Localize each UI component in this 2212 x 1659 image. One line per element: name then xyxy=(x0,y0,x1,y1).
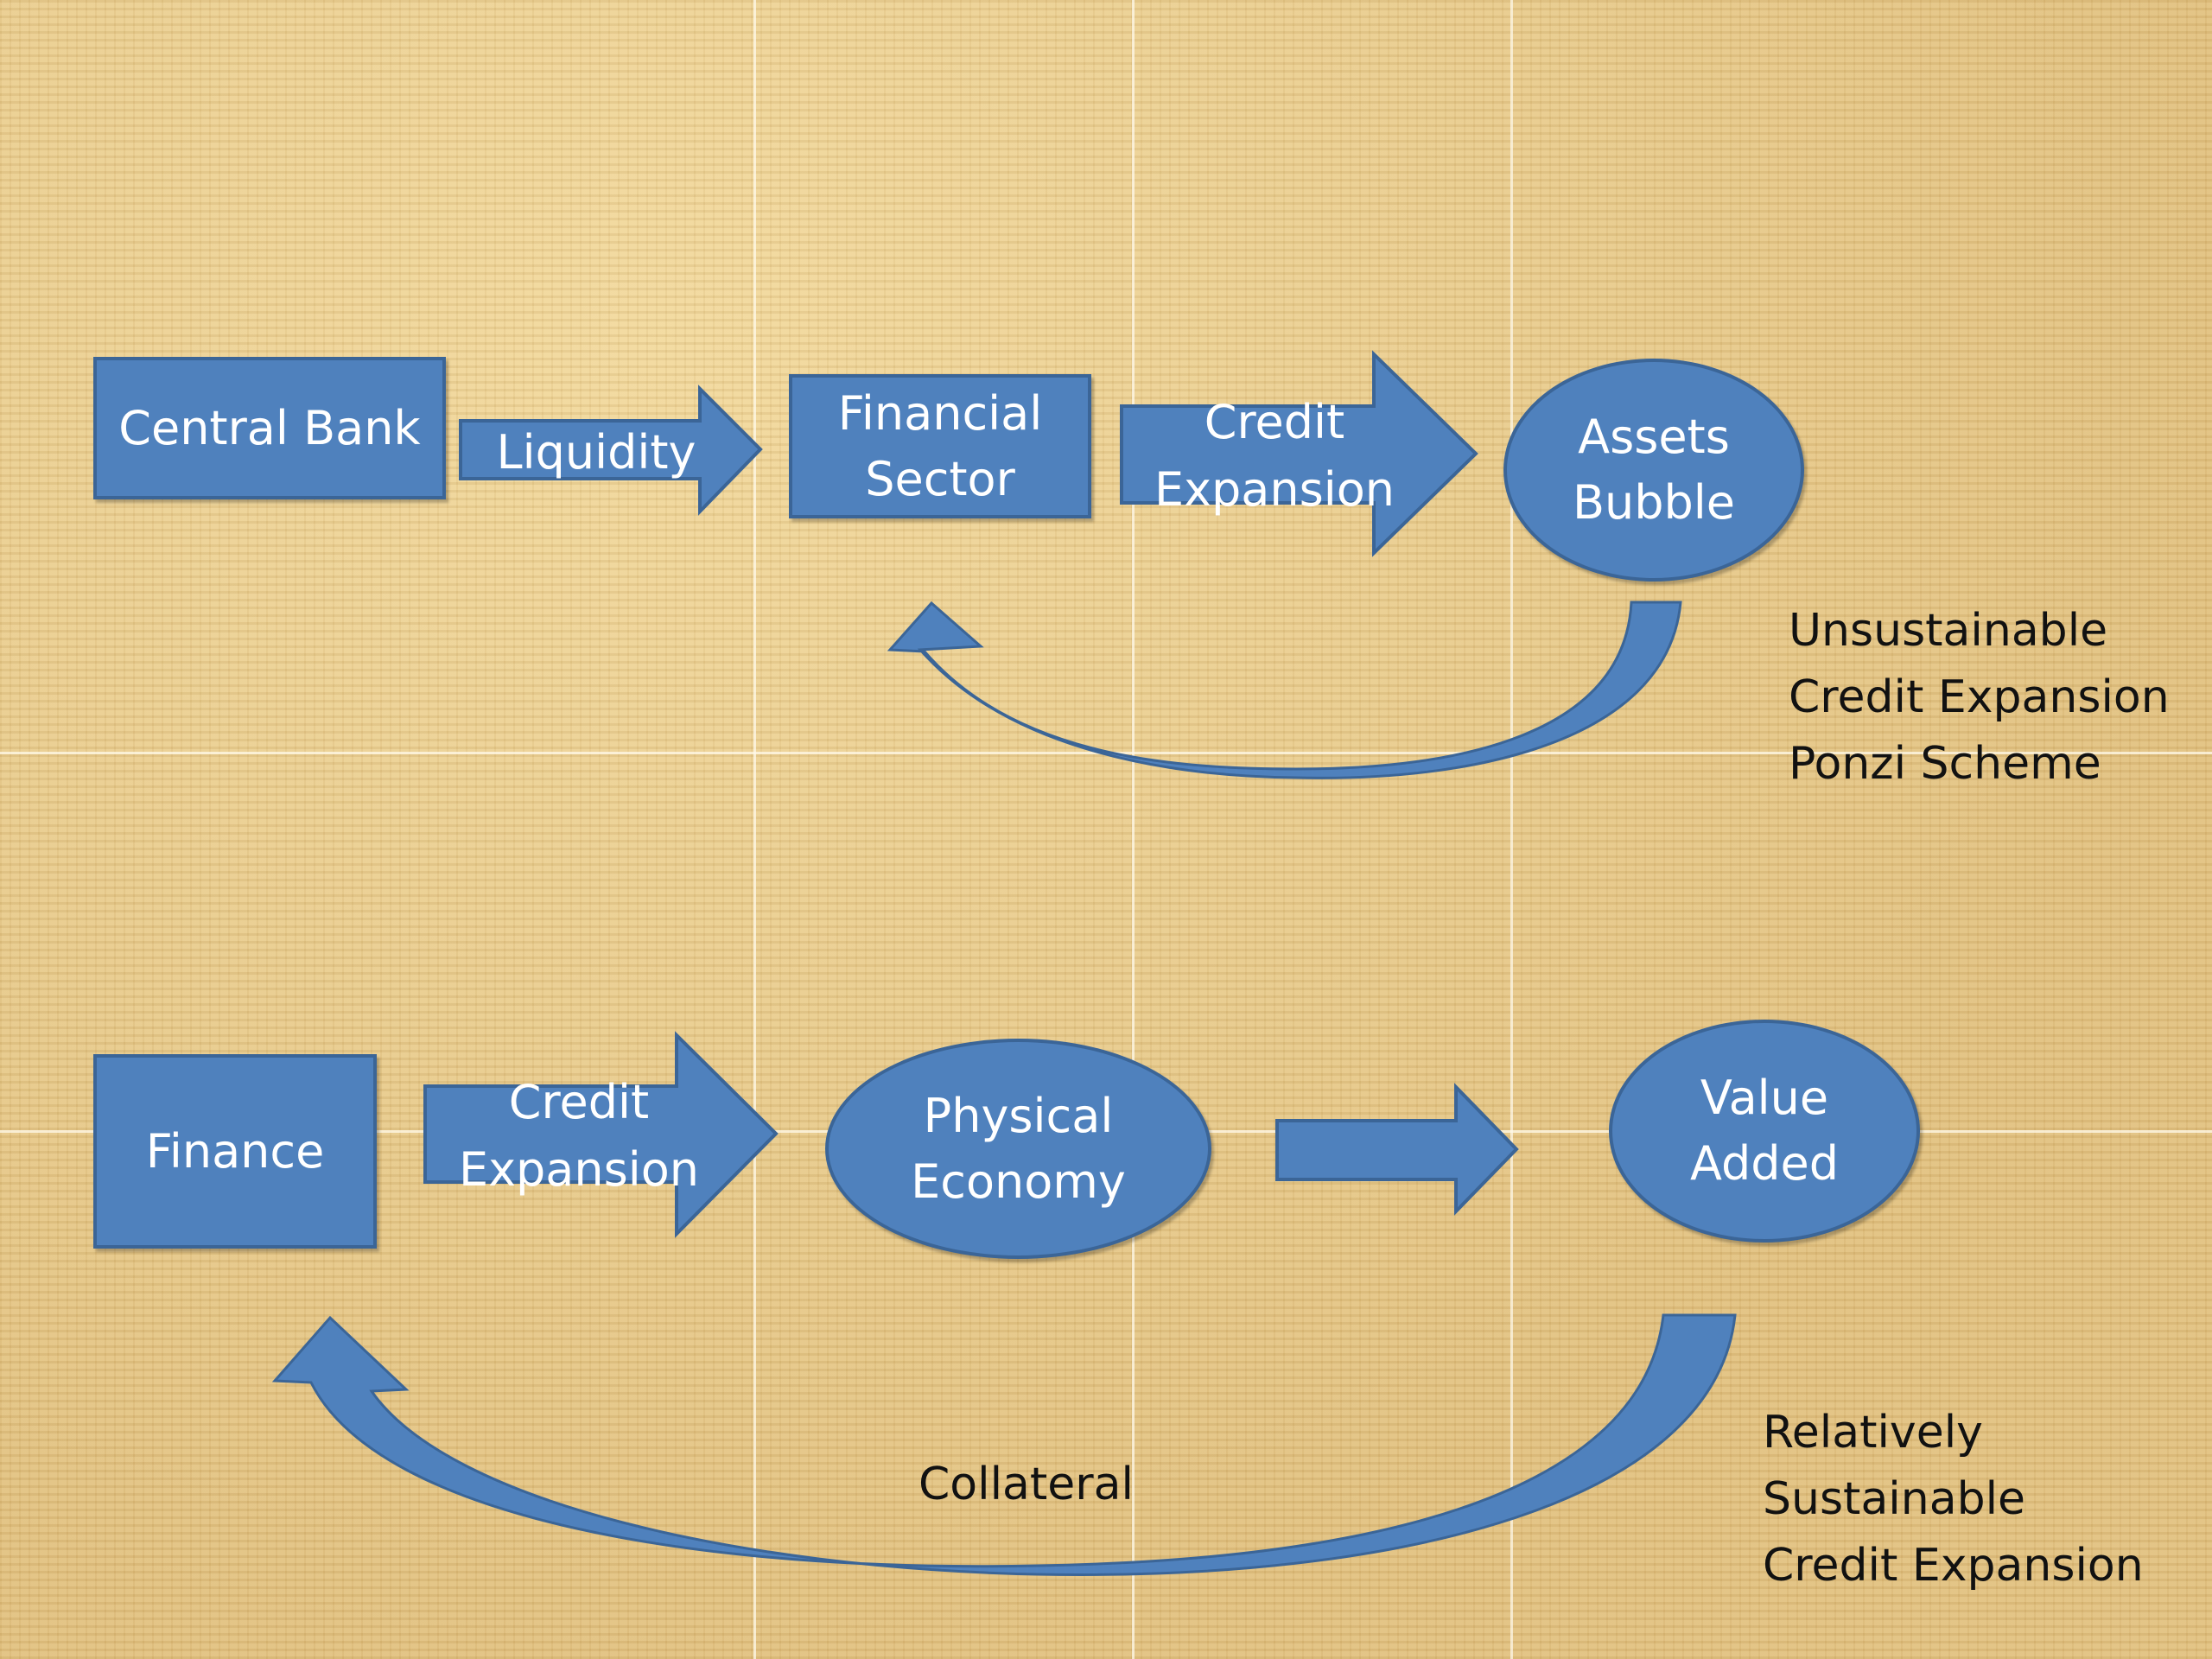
credit-expansion-arrow-top xyxy=(1120,350,1478,557)
physical-economy-oval: Physical Economy xyxy=(825,1039,1211,1259)
credit-expansion-label-bottom: Credit Expansion xyxy=(458,1075,700,1197)
credit-expansion-arrow-bottom xyxy=(423,1031,779,1238)
credit-expansion-label-top: Credit Expansion xyxy=(1154,395,1395,517)
financial-sector-box: Financial Sector xyxy=(789,374,1091,518)
finance-box: Finance xyxy=(93,1054,377,1249)
sustainable-note: Relatively Sustainable Credit Expansion xyxy=(1763,1407,2144,1592)
collateral-label: Collateral xyxy=(918,1459,1134,1510)
economy-to-value-arrow xyxy=(1275,1083,1519,1216)
central-bank-box: Central Bank xyxy=(93,357,446,499)
liquidity-label: Liquidity xyxy=(496,425,696,480)
tile-divider xyxy=(1510,0,1513,1659)
collateral-curve-arrow xyxy=(271,1313,1737,1576)
liquidity-arrow xyxy=(459,385,763,516)
tile-divider xyxy=(1132,0,1135,1659)
tile-divider xyxy=(753,0,756,1659)
assets-bubble-oval: Assets Bubble xyxy=(1503,359,1804,582)
value-added-oval: Value Added xyxy=(1609,1020,1920,1243)
feedback-curve-arrow-top xyxy=(887,601,1682,779)
unsustainable-note: Unsustainable Credit Expansion Ponzi Sch… xyxy=(1789,605,2170,790)
